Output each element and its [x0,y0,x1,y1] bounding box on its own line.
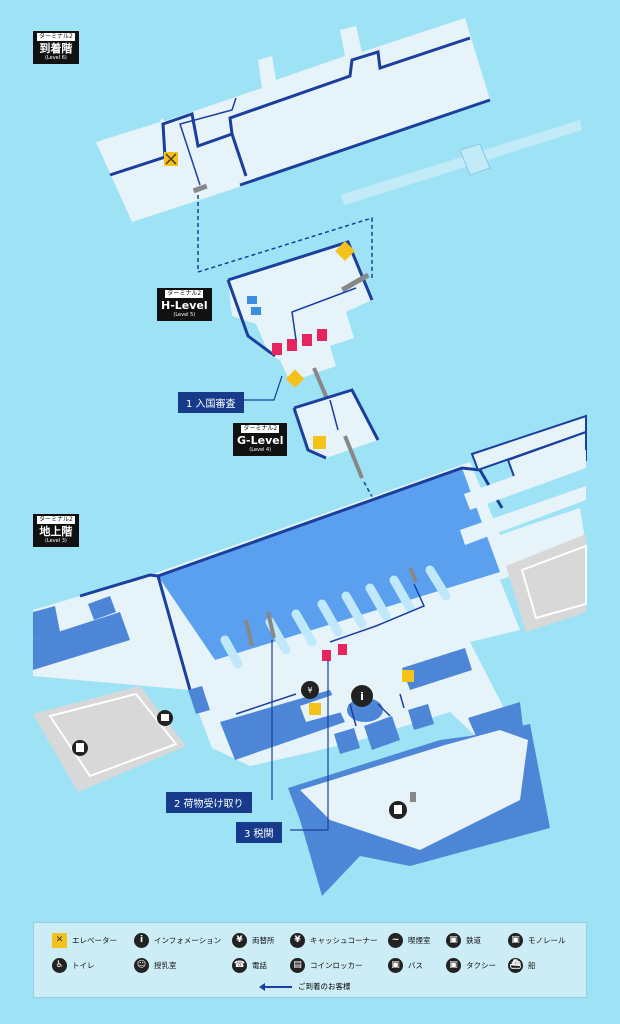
ship-icon: ⛴ [508,958,523,973]
telephone-icon: ☎ [232,958,247,973]
legend-item: ▣ モノレール [508,933,566,948]
arrival-floor-plan [96,18,491,222]
legend-label: インフォメーション [154,936,222,945]
level-tag-g: ターミナル2 G-Level (Level 4) [233,423,288,456]
step-customs-label: 3 税関 [236,822,282,843]
legend-item: ¥ 両替所 [232,933,275,948]
nursing-room-icon: ☺ [134,958,149,973]
parking-lot [506,534,587,632]
svg-text:i: i [360,690,364,703]
distant-pier [340,120,582,205]
escalator [341,272,370,293]
level-number: (Level 5) [173,312,196,318]
legend-item: ¥ キャッシュコーナー [290,933,378,948]
bus-terminal [33,686,186,792]
escalator [343,435,364,479]
escalator [266,611,276,639]
step-baggage-claim-label: 2 荷物受け取り [166,792,252,813]
legend-item: ▣ 鉄道 [446,933,481,948]
elevator-icon: ✕ [52,933,67,948]
level-tag-h: ターミナル2 H-Level (Level 5) [157,288,212,321]
step-immigration-label: 1 入国審査 [178,392,244,413]
legend-item: ▤ コインロッカー [290,958,363,973]
legend-item: ~ 喫煙室 [388,933,431,948]
legend-label: タクシー [466,961,496,970]
luggage-icon [410,792,416,802]
level-tag-ground: ターミナル2 地上階 (Level 3) [33,514,79,547]
escalator [192,183,208,194]
legend-label: コインロッカー [310,961,363,970]
legend-label: エレベーター [72,936,117,945]
legend-label: 船 [528,961,536,970]
level-name: H-Level [161,299,208,312]
currency-exchange-icon: ¥ [232,933,247,948]
elevator-icon [285,369,305,388]
coin-locker-icon: ▤ [290,958,305,973]
legend-label: 両替所 [252,936,275,945]
level-name: 到着階 [39,42,73,55]
level-name: 地上階 [39,525,73,538]
legend-label: バス [408,961,423,970]
customs-booths [322,644,347,661]
legend-item: ✕ エレベーター [52,933,117,948]
level-connector [197,195,373,280]
escalator [244,619,254,647]
escalator [408,567,418,583]
railway-icon: ▣ [446,933,461,948]
toilet-icon: ♿ [52,958,67,973]
elevator-icon [402,670,414,682]
info-icon [351,685,373,707]
legend-label: ご到着のお客様 [298,982,351,991]
currency-exchange-icon [301,681,319,699]
bus-icon: ▣ [388,958,403,973]
elevator-icon [335,241,355,261]
legend-label: 授乳室 [154,961,177,970]
immigration-booths [272,329,327,355]
h-level-floor-plan [226,240,374,388]
atrium [158,468,500,660]
legend-item: ▣ バス [388,958,423,973]
legend-label: 電話 [252,961,267,970]
level-name: G-Level [237,434,284,447]
terminal-label: ターミナル2 [165,290,204,298]
legend-label: 喫煙室 [408,936,431,945]
atm-icon: ¥ [290,933,305,948]
terminal-label: ターミナル2 [37,516,75,524]
level-tag-arrival: ターミナル2 到着階 (Level 6) [33,31,79,64]
legend-label: トイレ [72,961,95,970]
taxi-icon: ▣ [446,958,461,973]
baggage-carousels [220,565,451,669]
legend-label: 鉄道 [466,936,481,945]
terminal-label: ターミナル2 [37,33,75,41]
legend-item: ⛴船 [508,958,536,973]
route-arrow [179,97,237,186]
legend-route-item: ご到着のお客様 [259,981,351,992]
ground-level-floor-plan: i ¥ [33,414,587,896]
level-number: (Level 4) [249,447,272,453]
level-number: (Level 3) [44,538,67,544]
information-icon: i [134,933,149,948]
monorail-icon: ▣ [508,933,523,948]
route-arrow-icon [259,982,292,991]
route-arrow [235,583,426,727]
terminal-label: ターミナル2 [241,425,280,433]
legend-item: i インフォメーション [134,933,221,948]
legend-item: ☺ 授乳室 [134,958,177,973]
legend-item: ▣ タクシー [446,958,496,973]
g-level-floor-plan [292,388,380,479]
legend-item: ☎ 電話 [232,958,267,973]
legend-item: ♿ トイレ [52,958,95,973]
legend-label: キャッシュコーナー [310,936,378,945]
level-number: (Level 6) [44,55,67,61]
elevator-icon [309,703,321,715]
legend-label: モノレール [528,936,566,945]
svg-text:¥: ¥ [307,686,312,695]
elevator-icon [313,436,326,449]
smoking-room-icon: ~ [388,933,403,948]
